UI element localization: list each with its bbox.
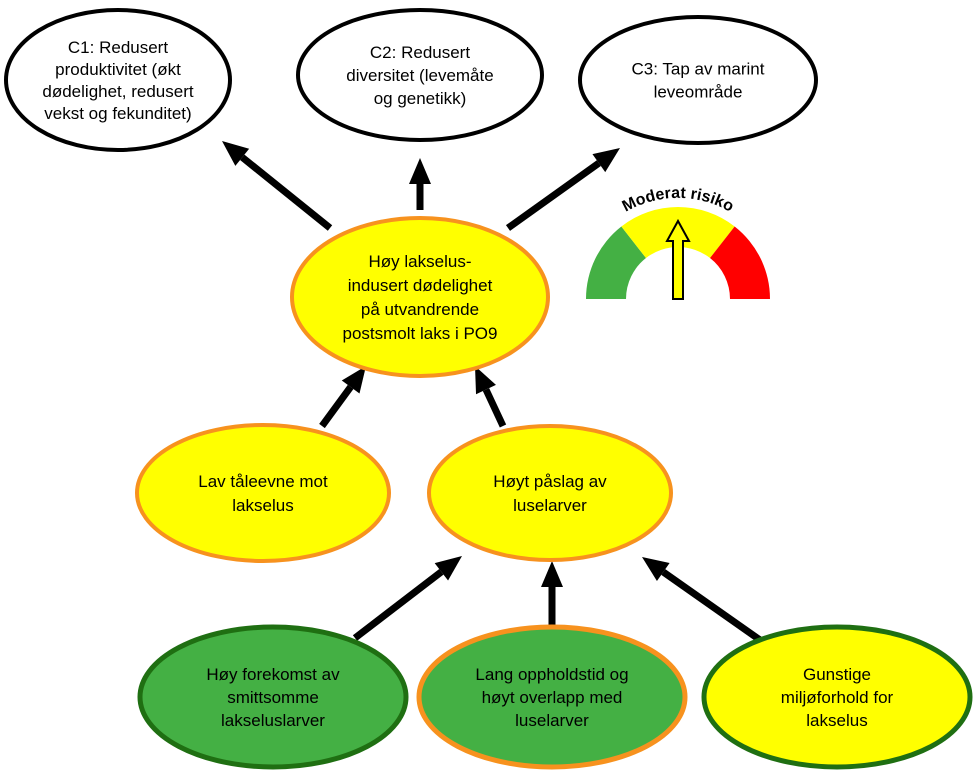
node-central-shape [290, 216, 550, 378]
node-residence-shape [416, 624, 688, 770]
node-tolerance-line: lakselus [232, 496, 293, 515]
node-central-line: på utvandrende [361, 300, 479, 319]
node-c2: C2: Redusert diversitet (levemåte og genet… [296, 8, 544, 142]
node-c3-line: leveområde [654, 83, 743, 102]
node-c3-line: C3: Tap av marint [632, 60, 765, 79]
node-tolerance: Lav tåleevne mot lakselus [135, 423, 391, 563]
node-central-line: indusert dødelighet [348, 276, 493, 295]
node-infestation-line: luselarver [513, 496, 587, 515]
connector-arrows [222, 141, 763, 643]
node-c1: C1: Redusert produktivitet (økt dødelighet… [4, 8, 232, 152]
node-central-line: Høy lakselus- [369, 252, 472, 271]
node-infestation-line: Høyt påslag av [493, 472, 607, 491]
diagram-nodes: C1: Redusert produktivitet (økt dødelighet… [4, 8, 973, 770]
node-c3: C3: Tap av marint leveområde [578, 15, 818, 145]
node-occurrence: Høy forekomst av smittsomme lakseluslarver [137, 624, 409, 770]
node-occurrence-line: smittsomme [227, 688, 319, 707]
node-conditions: Gunstige miljøforhold for lakselus [701, 624, 973, 770]
gauge-needle [665, 218, 691, 300]
node-c1-line: produktivitet (økt [55, 60, 181, 79]
connector-arrow [409, 158, 431, 210]
node-central: Høy lakselus-indusert dødelighet på utvan… [290, 216, 550, 378]
node-conditions-line: lakselus [806, 711, 867, 730]
connector-arrow [222, 141, 333, 231]
risk-gauge: Moderat risiko [586, 185, 770, 300]
node-central-line: postsmolt laks i PO9 [343, 324, 498, 343]
node-conditions-line: miljøforhold for [781, 688, 894, 707]
connector-arrow [352, 556, 462, 641]
node-c1-line: vekst og fekunditet) [44, 104, 191, 123]
node-residence: Lang oppholdstid og høyt overlapp med luse… [416, 624, 688, 770]
node-infestation: Høyt påslag av luselarver [427, 424, 673, 562]
node-c2-line: og genetikk) [374, 89, 467, 108]
node-c3-shape [578, 15, 818, 145]
node-conditions-shape [701, 624, 973, 770]
node-tolerance-shape [135, 423, 391, 563]
connector-arrow [541, 561, 563, 628]
connector-arrow [319, 366, 366, 429]
node-residence-line: høyt overlapp med [482, 688, 623, 707]
gauge-segment-green [586, 226, 646, 299]
node-infestation-shape [427, 424, 673, 562]
node-residence-line: Lang oppholdstid og [475, 665, 628, 684]
gauge-segment-red [710, 226, 770, 299]
node-c1-line: C1: Redusert [68, 38, 168, 57]
node-c1-line: dødelighet, redusert [42, 82, 193, 101]
node-c2-line: diversitet (levemåte [346, 66, 493, 85]
connector-arrow [505, 148, 620, 231]
node-c1-shape [4, 8, 232, 152]
connector-arrow [475, 366, 507, 428]
node-conditions-line: Gunstige [803, 665, 871, 684]
node-tolerance-line: Lav tåleevne mot [198, 472, 328, 491]
node-residence-line: luselarver [515, 711, 589, 730]
node-c2-line: C2: Redusert [370, 43, 470, 62]
node-occurrence-line: lakseluslarver [221, 711, 325, 730]
node-occurrence-line: Høy forekomst av [206, 665, 340, 684]
node-c2-shape [296, 8, 544, 142]
node-occurrence-shape [137, 624, 409, 770]
connector-arrow [642, 557, 763, 643]
